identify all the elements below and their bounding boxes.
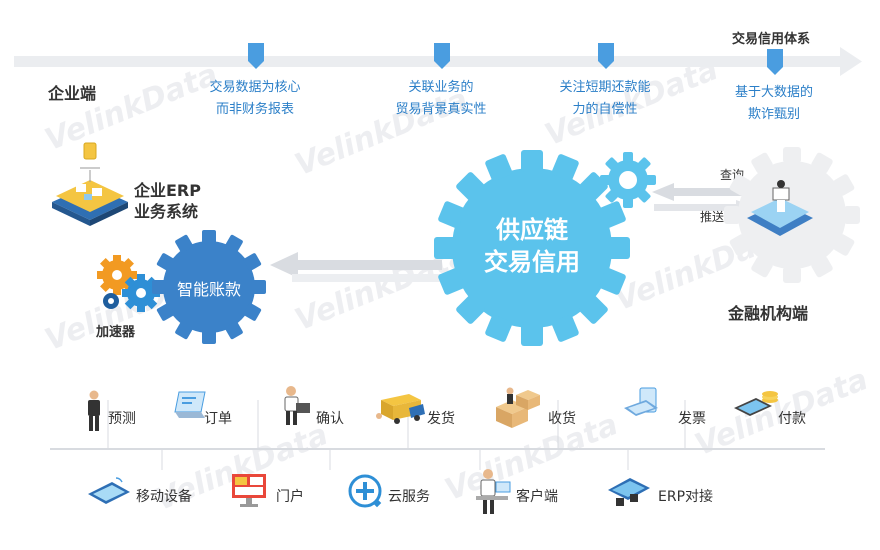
process-step-order: 订单 (204, 411, 232, 427)
timeline-point-text: 基于大数据的 欺诈甄别 (734, 85, 813, 122)
financial-institution-illustration (747, 180, 813, 236)
timeline-title: 交易信用体系 (732, 32, 811, 47)
timeline-point-text: 关联业务的 贸易背景真实性 (395, 80, 487, 117)
service-portal: 门户 (276, 489, 304, 505)
order-laptop-icon (174, 391, 206, 418)
process-step-receive: 收货 (548, 411, 576, 427)
service-erp-integration: ERP对接 (658, 489, 714, 505)
erp-integration-icon (608, 478, 650, 506)
receive-boxes-icon (496, 387, 540, 428)
ship-truck-icon (376, 394, 425, 424)
confirm-worker-icon (284, 386, 310, 425)
small-gear-icon (600, 152, 656, 208)
client-worker-icon (476, 469, 511, 514)
enterprise-side-label: 企业端 (48, 84, 97, 103)
flow-arrow-left (270, 252, 442, 282)
process-row-line (50, 448, 825, 450)
timeline-point-text: 交易数据为核心 而非财务报表 (209, 80, 301, 117)
mobile-device-icon (88, 477, 130, 504)
service-client: 客户端 (516, 489, 558, 505)
forecast-person-icon (88, 390, 100, 431)
timeline-point-text: 关注短期还款能 力的自偿性 (559, 80, 651, 117)
accelerator-label: 加速器 (96, 325, 136, 340)
process-step-forecast: 预测 (108, 411, 136, 427)
payment-phone-coins-icon (734, 391, 778, 416)
process-step-confirm: 确认 (316, 411, 344, 427)
process-step-pay: 付款 (778, 411, 806, 427)
push-label: 推送 (700, 210, 725, 224)
financial-institution-label: 金融机构端 (728, 304, 809, 323)
service-mobile-device: 移动设备 (136, 489, 192, 505)
portal-monitor-icon (232, 474, 266, 507)
cloud-service-icon (348, 474, 382, 508)
process-step-ship: 发货 (427, 411, 455, 427)
process-step-invoice: 发票 (678, 411, 706, 427)
smart-receivables-gear (152, 230, 266, 344)
erp-system-label: 企业ERP 业务系统 (134, 181, 201, 221)
timeline-marker (434, 43, 450, 69)
supply-chain-credit-gear (434, 150, 630, 346)
smart-receivables-label: 智能账款 (176, 280, 241, 299)
query-arrow (652, 183, 756, 201)
erp-system-illustration (52, 142, 128, 226)
timeline-marker (767, 49, 783, 75)
accelerator-gears-icon (97, 255, 160, 312)
timeline-marker (248, 43, 264, 69)
supply-chain-credit-label: 供应链 交易信用 (484, 216, 580, 276)
service-cloud: 云服务 (388, 489, 430, 505)
invoice-device-icon (624, 387, 658, 416)
timeline-marker (598, 43, 614, 69)
timeline-arrow (14, 47, 862, 76)
